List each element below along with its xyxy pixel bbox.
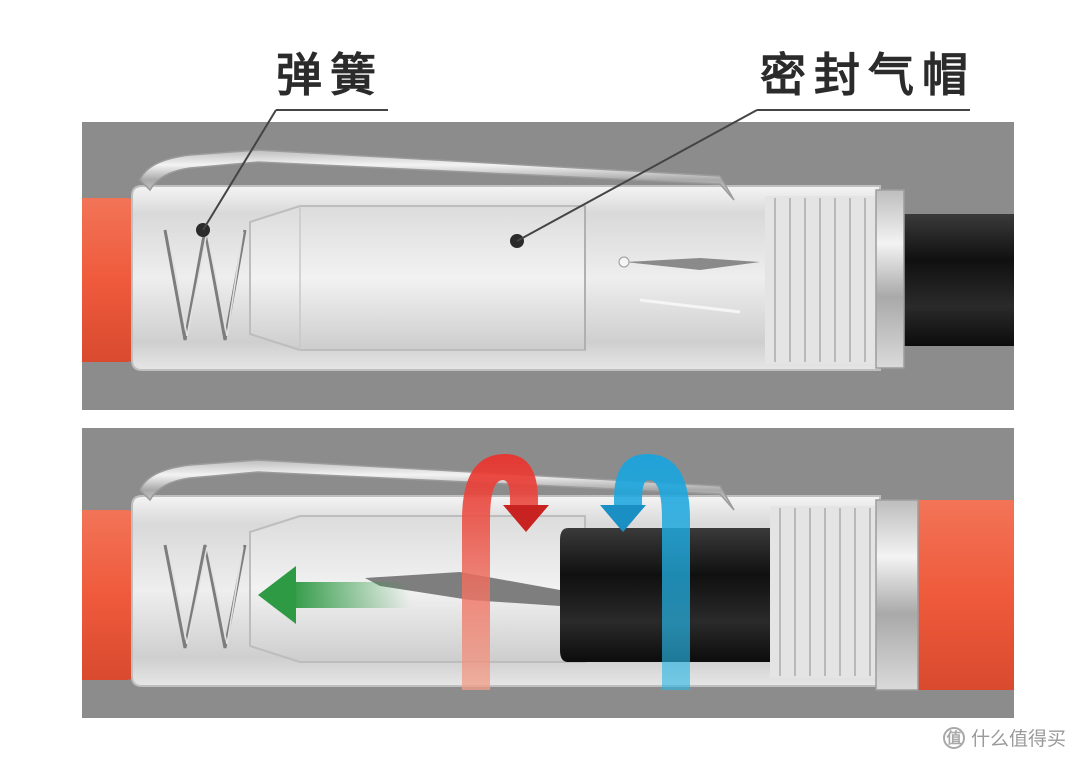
bottom-barrel-left <box>82 510 140 680</box>
red-rotate-arrow-icon <box>462 454 549 690</box>
top-panel <box>82 122 1014 410</box>
top-black-section <box>900 214 1014 346</box>
top-nib <box>625 258 760 270</box>
bottom-barrel-right <box>915 500 1014 690</box>
spring-label: 弹簧 <box>276 48 384 102</box>
bottom-panel <box>82 428 1014 718</box>
blue-rotate-arrow-icon <box>600 454 690 690</box>
top-clip <box>139 149 735 201</box>
green-arrow-icon <box>258 566 410 624</box>
zhi-circle-logo-icon: 值 <box>942 726 965 749</box>
watermark-text: 什么值得买 <box>970 728 1066 750</box>
bottom-clip <box>139 459 735 511</box>
seal-cap-label: 密封气帽 <box>760 48 976 102</box>
top-cap-ring <box>875 189 905 369</box>
leader-lines <box>202 109 970 242</box>
bottom-cap-ring <box>875 499 919 691</box>
bottom-cap-threads <box>770 506 875 678</box>
watermark: 值 什么值得买 <box>942 724 1066 751</box>
top-barrel-end <box>82 198 140 362</box>
